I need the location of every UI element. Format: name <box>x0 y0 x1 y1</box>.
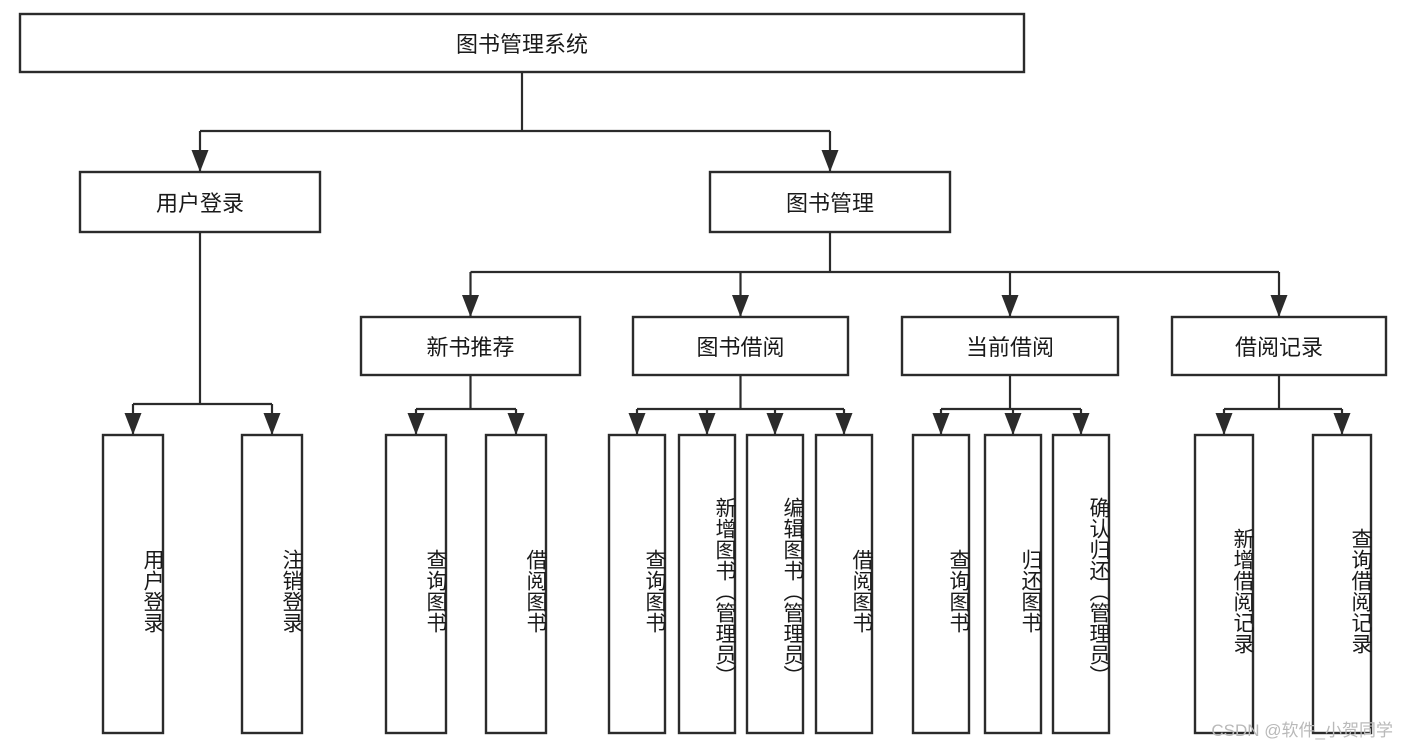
node-box-leaf-edit-book[interactable] <box>745 433 805 735</box>
node-box-borrow-record[interactable] <box>1170 315 1388 377</box>
arrow-head-icon-leaf-user-logout <box>263 413 281 435</box>
node-box-user-login[interactable] <box>78 170 322 234</box>
node-box-layer <box>18 12 1388 735</box>
node-box-leaf-confirm-return[interactable] <box>1051 433 1111 735</box>
arrow-head-icon-book-manage <box>821 150 839 172</box>
arrow-head-icon-leaf-edit-book <box>766 413 784 435</box>
node-box-leaf-user-login[interactable] <box>101 433 165 735</box>
node-box-leaf-borrow-book[interactable] <box>814 433 874 735</box>
arrow-head-icon-book-borrow <box>732 295 749 317</box>
arrow-head-icon-leaf-query-record <box>1333 413 1351 435</box>
arrow-head-icon-leaf-add-book <box>698 413 716 435</box>
connector-layer <box>124 72 1351 435</box>
node-box-leaf-borrow-book-rec[interactable] <box>484 433 548 735</box>
node-box-current-borrow[interactable] <box>900 315 1120 377</box>
node-box-leaf-return-book[interactable] <box>983 433 1043 735</box>
arrow-head-icon-leaf-add-record <box>1215 413 1233 435</box>
arrow-head-icon-current-borrow <box>1001 295 1019 317</box>
node-box-leaf-query-book-rec[interactable] <box>384 433 448 735</box>
arrow-head-icon-leaf-confirm-return <box>1072 413 1090 435</box>
node-box-leaf-add-record[interactable] <box>1193 433 1255 735</box>
node-box-leaf-add-book[interactable] <box>677 433 737 735</box>
arrow-head-icon-leaf-query-book-cur <box>932 413 950 435</box>
node-box-new-book-rec[interactable] <box>359 315 582 377</box>
arrow-head-icon-borrow-record <box>1270 295 1288 317</box>
arrow-head-icon-leaf-borrow-book-rec <box>507 413 525 435</box>
arrow-head-icon-leaf-query-book-borrow <box>628 413 646 435</box>
node-box-leaf-query-book-borrow[interactable] <box>607 433 667 735</box>
arrow-head-icon-user-login <box>191 150 209 172</box>
arrow-head-icon-leaf-return-book <box>1004 413 1022 435</box>
node-box-leaf-query-record[interactable] <box>1311 433 1373 735</box>
node-box-book-manage[interactable] <box>708 170 952 234</box>
node-box-leaf-query-book-cur[interactable] <box>911 433 971 735</box>
node-box-leaf-user-logout[interactable] <box>240 433 304 735</box>
arrow-head-icon-new-book-rec <box>462 295 479 317</box>
arrow-head-icon-leaf-user-login <box>124 413 142 435</box>
arrow-head-icon-leaf-borrow-book <box>835 413 853 435</box>
arrow-head-icon-leaf-query-book-rec <box>407 413 425 435</box>
node-box-book-borrow[interactable] <box>631 315 850 377</box>
node-box-root[interactable] <box>18 12 1026 74</box>
